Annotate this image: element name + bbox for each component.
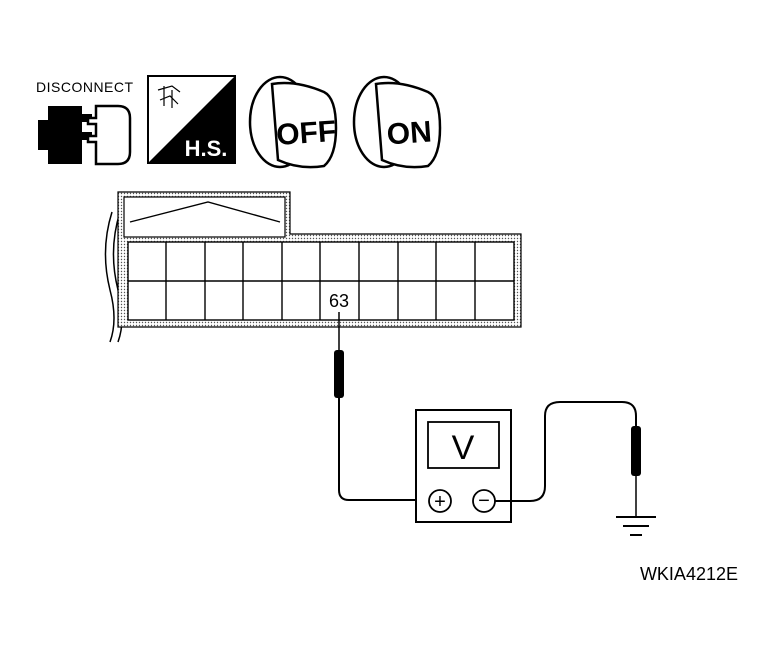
voltmeter-reading: V [452,429,475,467]
cut-line-outer [104,211,115,343]
ignition-off-icon: OFF [248,75,337,169]
positive-terminal [428,489,452,513]
negative-symbol: − [478,490,490,512]
disconnect-icon: DISCONNECT [36,79,134,166]
off-label: OFF [275,115,337,152]
negative-probe [495,401,641,516]
plug-female-shape [86,104,132,166]
ground-symbol-icon [616,516,656,536]
voltmeter-display [427,421,500,469]
harness-sketch-icon [157,85,181,108]
disconnect-label: DISCONNECT [36,79,134,95]
lock-latch-shape [129,201,281,223]
ignition-on-icon: ON [352,75,442,169]
voltmeter: V + − [415,409,512,523]
positive-lead-wire [338,398,428,501]
hs-icon: H.S. [147,75,236,164]
connector: 63 [104,191,522,343]
on-label: ON [386,115,433,151]
figure-id: WKIA4212E [640,564,738,584]
positive-probe [334,312,428,501]
positive-symbol: + [434,491,446,513]
hs-label: H.S. [185,136,228,161]
plug-male-shape [38,106,92,164]
probe-handle [334,350,344,398]
terminal-63-label: 63 [329,291,349,311]
negative-lead-wire [495,401,637,502]
ground-probe-handle [631,426,641,476]
